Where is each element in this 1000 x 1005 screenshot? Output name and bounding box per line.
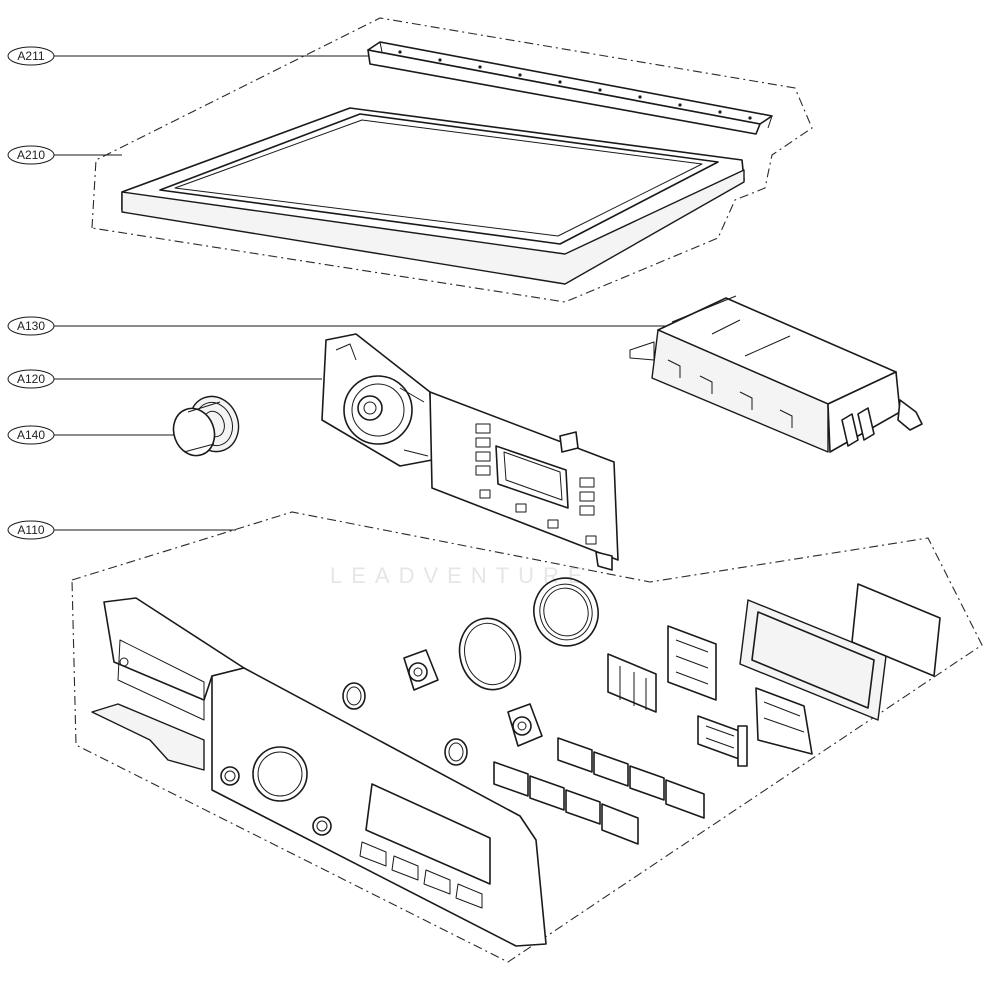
svg-text:A211: A211 [17,49,44,63]
switch-holder-part-2 [607,653,657,713]
top-cover-frame-part [121,107,745,285]
hinge-strip-part [367,41,773,135]
callout-a120: A120 [7,369,55,389]
control-module-part [629,295,923,453]
encoder-switch-part-1 [403,649,439,691]
group-outline-top-cover [91,17,813,303]
display-window-part [851,583,941,677]
svg-text:A140: A140 [17,428,45,442]
callout-a110: A110 [7,520,55,540]
svg-text:A110: A110 [17,523,44,537]
svg-text:A120: A120 [17,372,45,386]
button-row-upper-part [557,737,705,819]
ring-bezel-part [533,577,599,647]
switch-holder-part-1 [667,625,717,701]
svg-text:A130: A130 [17,319,45,333]
svg-text:A210: A210 [17,148,45,162]
callout-a140: A140 [7,425,55,445]
display-lens-frame-part [739,599,887,721]
ring-gasket-large-part [458,617,522,691]
group-outline-control-panel [71,511,983,963]
callout-a130: A130 [7,316,55,336]
small-ring-part-1 [342,682,366,710]
callout-a211: A211 [7,46,55,66]
small-ring-part-2 [444,738,468,766]
encoder-switch-part-2 [507,703,543,747]
button-row-lower-part [493,761,639,845]
switch-holder-part-3 [697,715,748,767]
callout-a210: A210 [7,145,55,165]
switch-holder-part-4 [755,687,813,755]
knob-part [172,395,240,457]
watermark: LEADVENTURE [330,563,592,588]
control-panel-front-part [91,597,547,947]
pcb-display-board-part [321,333,619,571]
